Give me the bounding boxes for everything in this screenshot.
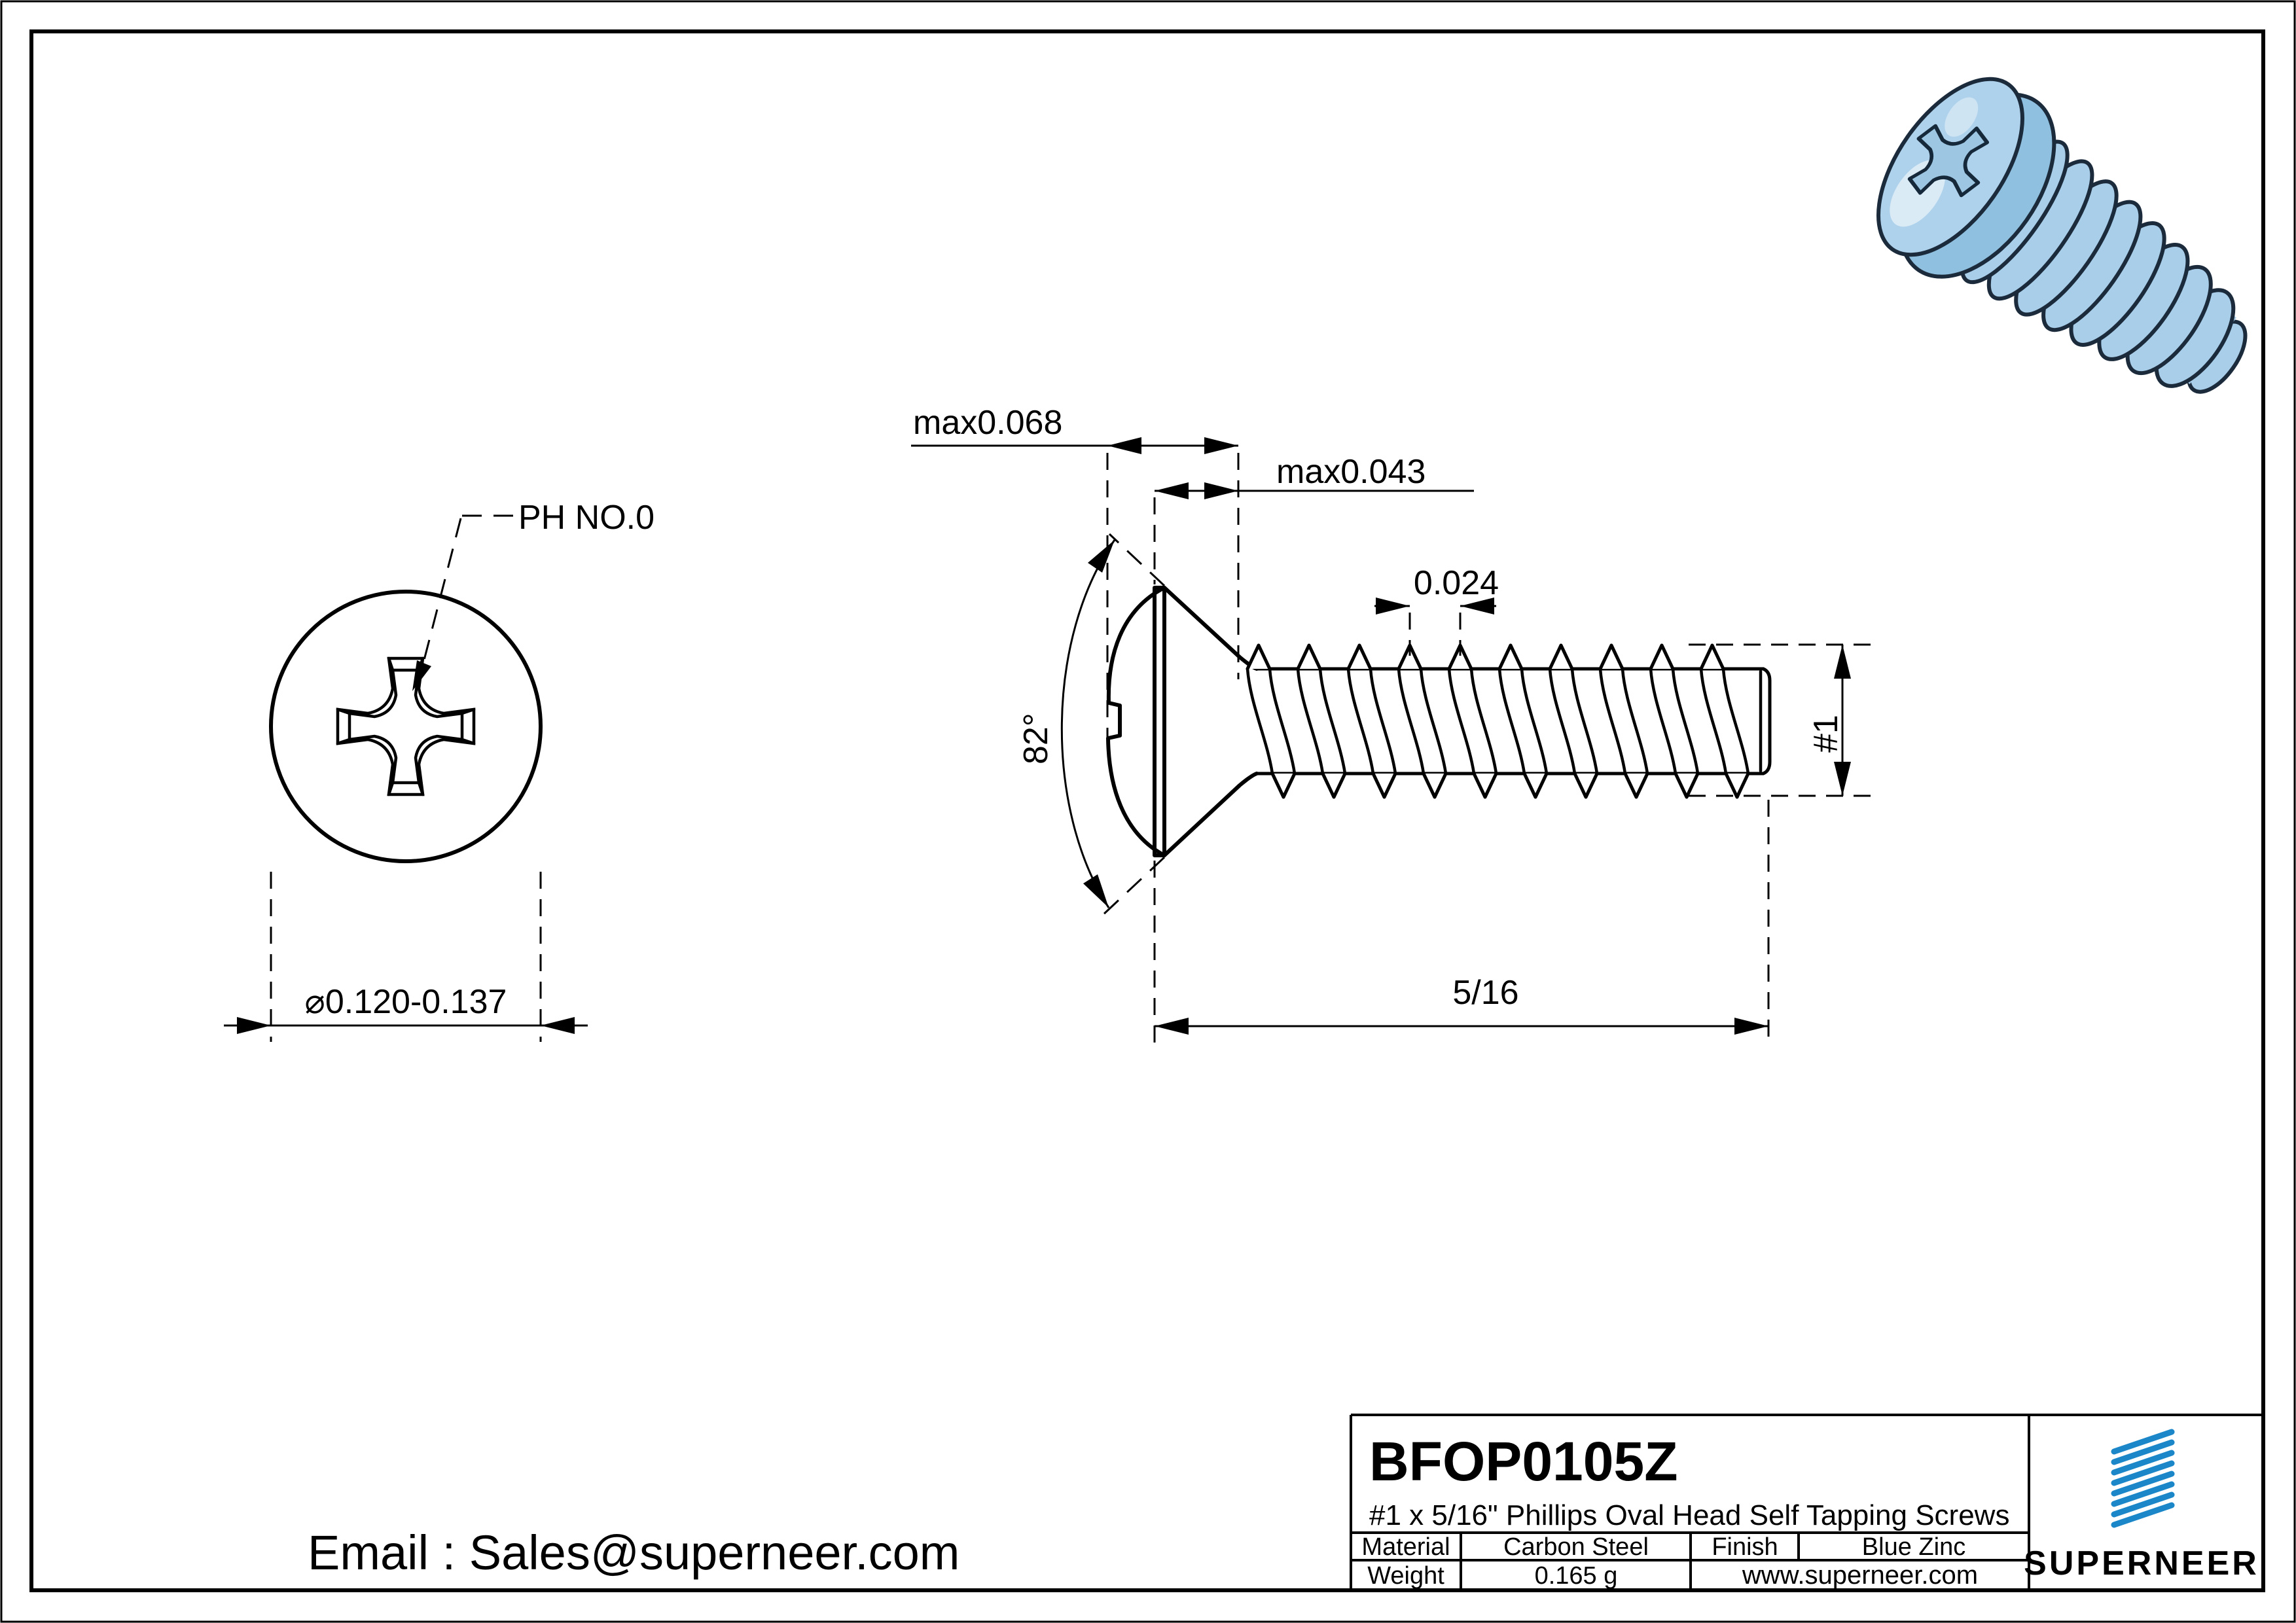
brand-name: SUPERNEER: [2024, 1544, 2259, 1582]
logo-stripes-icon: [2111, 1429, 2175, 1528]
superneer-logo: SUPERNEER: [2024, 1429, 2259, 1582]
thread-size-text: #1: [1807, 715, 1845, 753]
head-dome-profile: [1106, 586, 1166, 857]
material-label: Material: [1361, 1533, 1450, 1561]
recess-leader: [412, 514, 516, 691]
dim-thread-size: #1: [1689, 643, 1880, 797]
part-number: BFOP0105Z: [1369, 1431, 1678, 1492]
contact-email: Email : Sales@superneer.com: [308, 1525, 960, 1580]
length-text: 5/16: [1452, 974, 1518, 1012]
head-diameter-dimension: ⌀0.120-0.137: [224, 872, 588, 1042]
finish-value: Blue Zinc: [1862, 1533, 1965, 1561]
recess-label: PH NO.0: [518, 499, 655, 537]
thread-profile: [1246, 643, 1750, 799]
finish-label: Finish: [1712, 1533, 1778, 1561]
weight-value: 0.165 g: [1535, 1562, 1618, 1590]
dim-length: 5/16: [1153, 800, 1770, 1043]
dim-countersink: max0.043: [1153, 453, 1474, 584]
dim-thread-pitch: 0.024: [1374, 564, 1499, 656]
part-description: #1 x 5/16" Phillips Oval Head Self Tappi…: [1369, 1499, 2009, 1531]
head-angle-text: 82°: [1017, 713, 1055, 764]
countersink-text: max0.043: [1276, 453, 1426, 491]
title-block: BFOP0105Z #1 x 5/16" Phillips Oval Head …: [1350, 1414, 2263, 1590]
dim-head-angle: 82°: [1017, 533, 1166, 916]
material-value: Carbon Steel: [1503, 1533, 1649, 1561]
front-view: PH NO.0 ⌀0.120-0.137: [224, 499, 655, 1042]
side-view: max0.068 max0.043 0.024 82°: [911, 404, 1880, 1043]
screw-tip-face: [1761, 667, 1772, 776]
head-top-band: [1153, 586, 1166, 857]
drawing-frame: [29, 29, 2265, 1592]
thread-pitch-text: 0.024: [1414, 564, 1499, 602]
leader-arrowhead: [412, 660, 431, 691]
weight-label: Weight: [1367, 1562, 1444, 1590]
screw-3d-render: [1876, 77, 2248, 394]
website-link[interactable]: www.superneer.com: [1742, 1561, 1978, 1590]
screw-3d-phillips-icon: [1907, 124, 1990, 198]
head-height-text: max0.068: [913, 404, 1062, 442]
head-diameter-text: ⌀0.120-0.137: [305, 983, 507, 1021]
head-outline-circle: [269, 590, 543, 863]
